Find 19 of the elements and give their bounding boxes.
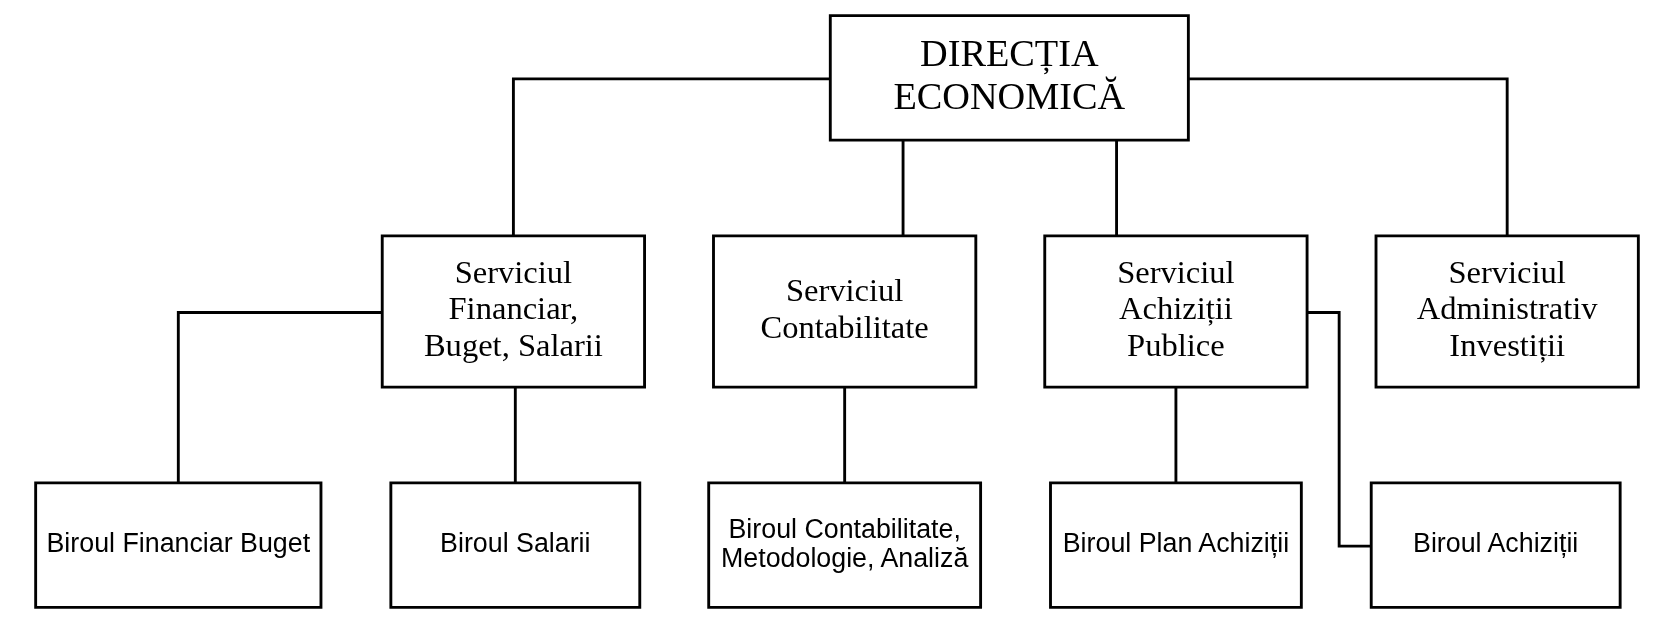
node-box: Biroul Financiar Buget [33, 481, 322, 609]
connector [1174, 387, 1177, 483]
connector [1188, 77, 1509, 236]
node-box: Biroul Salarii [388, 481, 641, 609]
node-box: Serviciul Achiziții Publice [1042, 234, 1308, 389]
connector [1114, 140, 1118, 236]
node-box: DIRECȚIA ECONOMICĂ [828, 14, 1190, 142]
connector [176, 311, 382, 483]
node-box: Biroul Plan Achiziții [1048, 481, 1303, 609]
node-box: Serviciul Financiar, Buget, Salarii [380, 234, 646, 389]
node-box: Serviciul Contabilitate [711, 234, 977, 389]
node-box: Serviciul Administrativ Investiții [1374, 234, 1640, 389]
connector [513, 387, 517, 483]
connector [511, 77, 830, 236]
node-box: Biroul Contabilitate, Metodologie, Analiză [706, 481, 982, 609]
connector [901, 140, 904, 236]
node-box: Biroul Achiziții [1369, 481, 1622, 609]
connector [1307, 311, 1371, 548]
connector [842, 387, 846, 483]
